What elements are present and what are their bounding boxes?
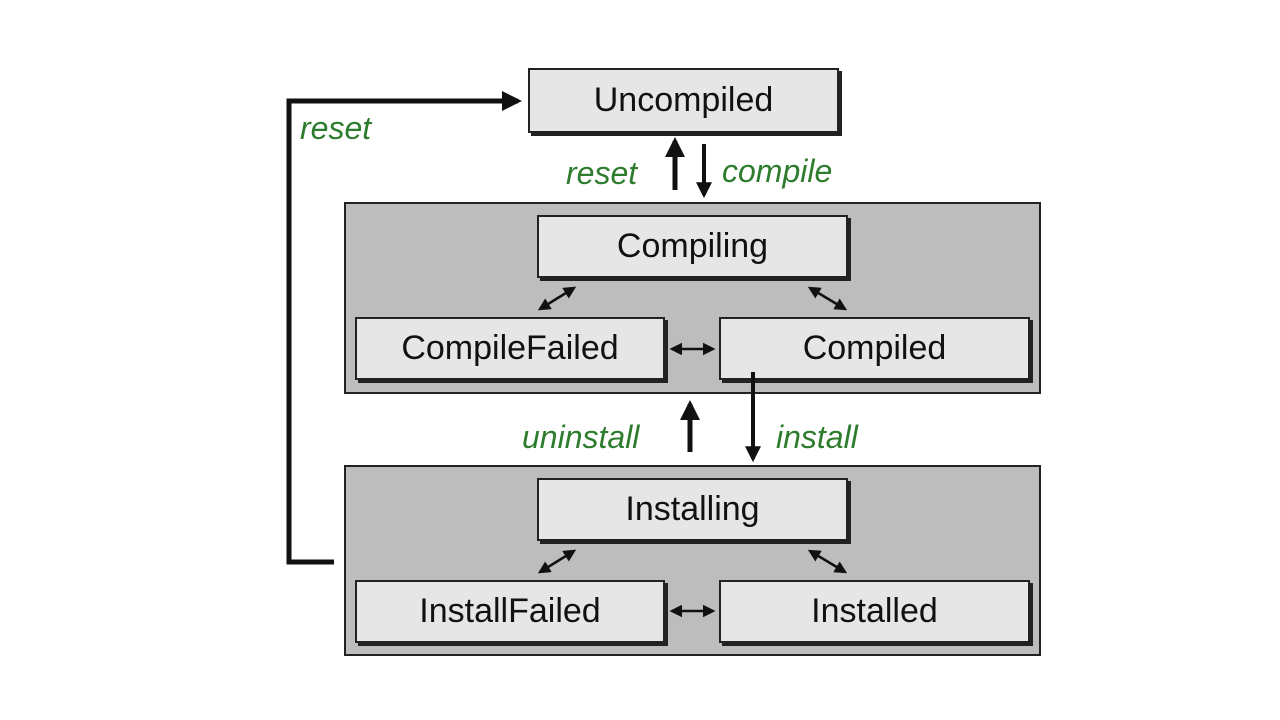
reset-loop-label: reset bbox=[300, 110, 372, 146]
install-label: install bbox=[776, 419, 858, 455]
state-compile-failed: CompileFailed bbox=[355, 317, 665, 380]
state-installing: Installing bbox=[537, 478, 848, 541]
compile-label: compile bbox=[722, 153, 833, 189]
state-install-failed: InstallFailed bbox=[355, 580, 665, 643]
state-installed: Installed bbox=[719, 580, 1030, 643]
state-compiled: Compiled bbox=[719, 317, 1030, 380]
uninstall-label: uninstall bbox=[522, 419, 640, 455]
reset-up-label: reset bbox=[566, 155, 638, 191]
state-compiling: Compiling bbox=[537, 215, 848, 278]
state-uncompiled: Uncompiled bbox=[528, 68, 839, 133]
